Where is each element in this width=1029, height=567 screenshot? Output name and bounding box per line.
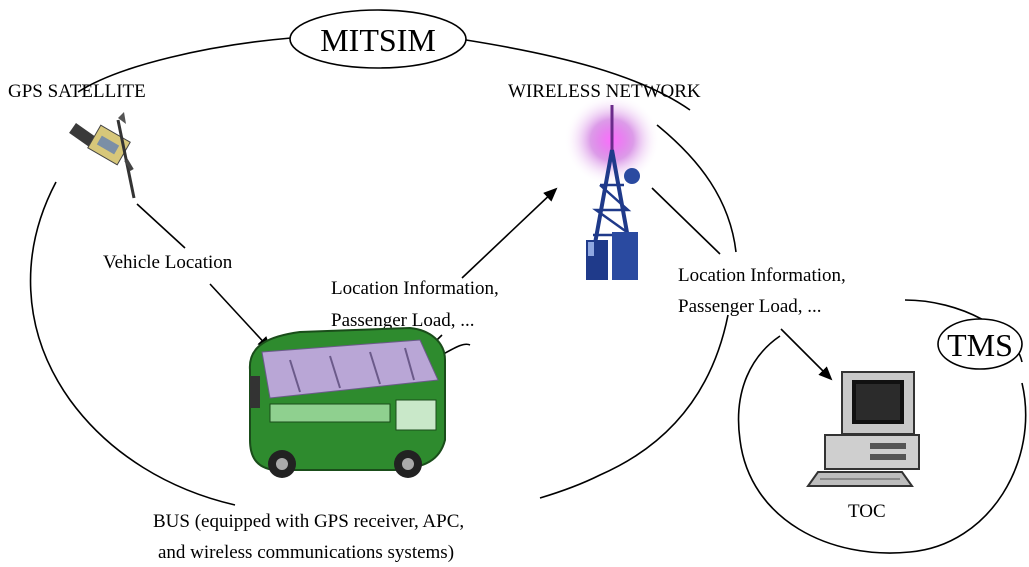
satellite-to-label-line (136, 203, 186, 249)
gps-satellite-label: GPS SATELLITE (8, 81, 146, 102)
tower-to-label-line (651, 187, 721, 255)
mitsim-boundary (29, 37, 737, 506)
bus-to-network-label-line1: Location Information, (331, 278, 499, 299)
bus-label-line2: and wireless communications systems) (158, 542, 454, 563)
mitsim-ellipse: MITSIM (289, 9, 467, 69)
toc-label: TOC (848, 501, 886, 522)
computer-icon (806, 371, 920, 487)
vehicle-location-label: Vehicle Location (103, 252, 233, 273)
mitsim-label: MITSIM (320, 22, 436, 58)
radio-tower-icon (564, 94, 660, 280)
network-to-toc-label-line2: Passenger Load, ... (678, 296, 822, 317)
tms-ellipse: TMS (937, 318, 1023, 370)
network-to-toc-label-line1: Location Information, (678, 265, 846, 286)
bus-icon (248, 326, 446, 478)
vehicle-location-arrow (209, 283, 272, 351)
bus-to-network-label-line2: Passenger Load, ... (331, 310, 475, 331)
tms-label: TMS (947, 327, 1013, 363)
bus-label-line1: BUS (equipped with GPS receiver, APC, (153, 511, 464, 532)
wireless-network-label: WIRELESS NETWORK (508, 81, 701, 102)
location-to-tower-arrow (461, 187, 558, 279)
satellite-icon (69, 112, 136, 199)
label-to-computer-arrow (780, 328, 833, 381)
